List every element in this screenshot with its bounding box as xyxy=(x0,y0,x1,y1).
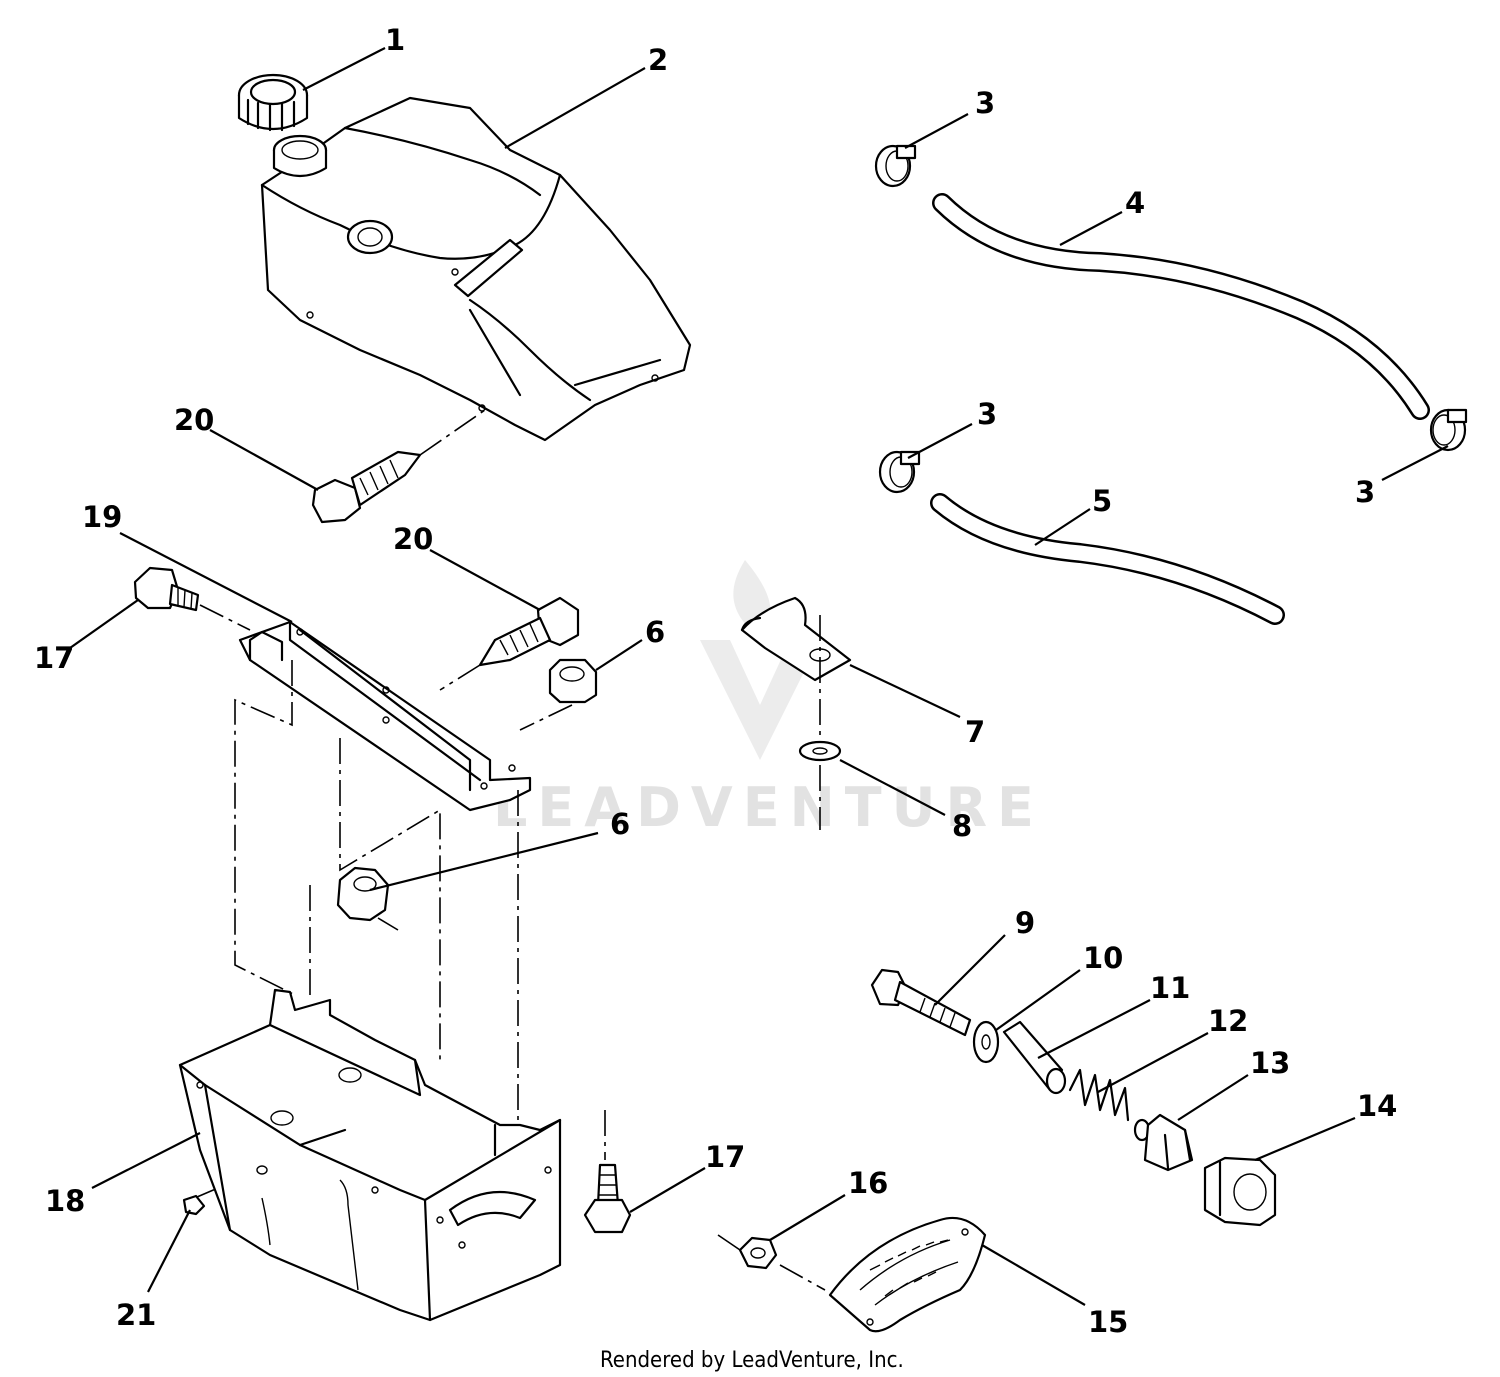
part-line-clip xyxy=(740,596,852,830)
part-pivot-bracket xyxy=(1203,1156,1277,1227)
part-flat-washer xyxy=(972,1020,1000,1064)
footer-credit: Rendered by LeadVenture, Inc. xyxy=(600,1348,904,1373)
callout-9: 9 xyxy=(1015,906,1035,940)
callout-4: 4 xyxy=(1125,186,1145,220)
callout-2: 2 xyxy=(648,43,668,77)
callout-10: 10 xyxy=(1083,941,1123,975)
part-friction-block xyxy=(1133,1113,1194,1172)
part-fuel-tank xyxy=(260,96,692,442)
callout-13: 13 xyxy=(1250,1046,1290,1080)
callout-11: 11 xyxy=(1150,971,1190,1005)
callout-3: 3 xyxy=(975,86,995,120)
callout-12: 12 xyxy=(1208,1004,1248,1038)
callout-6: 6 xyxy=(610,807,630,841)
part-fuel-cap xyxy=(237,73,309,132)
callout-3: 3 xyxy=(1355,475,1375,509)
callout-19: 19 xyxy=(82,500,122,534)
callout-21: 21 xyxy=(116,1298,156,1332)
part-washer-small xyxy=(798,740,842,762)
part-throttle-quadrant xyxy=(828,1216,987,1333)
part-compression-spring xyxy=(1068,1068,1130,1122)
callout-1: 1 xyxy=(385,23,405,57)
callout-6: 6 xyxy=(645,615,665,649)
callout-labels: 1 2 3 4 3 3 5 20 19 20 17 6 7 8 6 9 10 1… xyxy=(34,23,1397,1339)
callout-16: 16 xyxy=(848,1166,888,1200)
callout-17: 17 xyxy=(34,641,74,675)
callout-7: 7 xyxy=(965,715,985,749)
callout-14: 14 xyxy=(1357,1089,1397,1123)
callout-8: 8 xyxy=(952,809,972,843)
part-nut-lower xyxy=(336,866,390,922)
part-flange-nut xyxy=(717,1234,826,1291)
callout-17: 17 xyxy=(705,1140,745,1174)
callout-15: 15 xyxy=(1088,1305,1128,1339)
leader-lines xyxy=(69,47,1449,1306)
part-bolt-upper xyxy=(133,566,251,631)
part-hex-bolt xyxy=(870,968,972,1037)
callout-20: 20 xyxy=(174,403,214,437)
part-hose-long xyxy=(932,193,1430,420)
part-nut-upper xyxy=(519,658,598,731)
callout-3: 3 xyxy=(977,397,997,431)
part-mounting-bracket xyxy=(238,620,532,812)
callout-5: 5 xyxy=(1092,484,1112,518)
watermark-text: LEADVENTURE xyxy=(493,776,1044,839)
part-hose-clamps xyxy=(874,144,1468,494)
assembly-lines xyxy=(189,660,606,1201)
callout-18: 18 xyxy=(45,1184,85,1218)
part-spacer-sleeve xyxy=(1002,1020,1067,1095)
part-hose-short xyxy=(930,493,1285,625)
watermark: LEADVENTURE xyxy=(493,560,1044,839)
part-tank-screw-upper xyxy=(311,409,486,524)
part-bolt-lower xyxy=(583,1163,632,1234)
part-control-panel xyxy=(178,988,562,1322)
part-tank-screw-lower xyxy=(439,596,580,691)
callout-20: 20 xyxy=(393,522,433,556)
part-rivet xyxy=(182,1194,206,1216)
